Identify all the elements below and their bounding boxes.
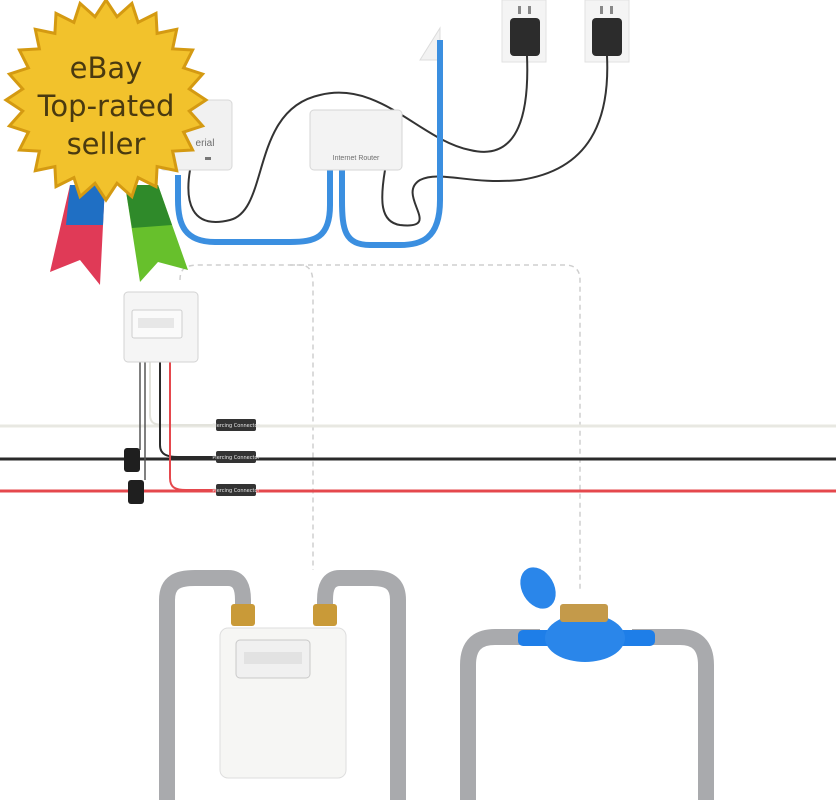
wall-outlet-1 bbox=[501, 0, 547, 63]
svg-text:Piercing Connector: Piercing Connector bbox=[212, 488, 260, 494]
badge-line-1: eBay bbox=[70, 51, 143, 85]
meter-wire-red bbox=[169, 362, 218, 491]
internet-router-device: Internet Router bbox=[309, 109, 403, 171]
water-meter-icon bbox=[545, 614, 625, 662]
meter-wire-white bbox=[149, 362, 218, 426]
badge-line-2: Top-rated bbox=[37, 89, 175, 123]
power-cable-2 bbox=[381, 55, 609, 227]
router-label: Internet Router bbox=[333, 155, 380, 162]
current-clamp-icon bbox=[128, 480, 144, 504]
svg-text:Piercing Connector: Piercing Connector bbox=[212, 455, 260, 461]
piercing-connector-black: Piercing Connector bbox=[212, 451, 261, 463]
dashed-link-water bbox=[290, 264, 581, 590]
gas-meter-assembly bbox=[159, 570, 406, 800]
ethernet-cable-router-to-gateway bbox=[175, 170, 333, 245]
meter-wire-black bbox=[159, 362, 218, 458]
ribbon-left-stripe bbox=[66, 185, 105, 225]
ethernet-cable-router-to-wall bbox=[339, 40, 443, 248]
svg-text:Piercing Connector: Piercing Connector bbox=[212, 423, 260, 429]
water-meter-assembly bbox=[460, 567, 714, 800]
power-adapter-icon bbox=[510, 18, 540, 56]
power-cable-1 bbox=[187, 55, 529, 223]
piercing-connector-neutral: Piercing Connector bbox=[212, 419, 261, 431]
current-clamp-icon bbox=[124, 448, 140, 472]
ebay-top-rated-seller-badge: eBay Top-rated seller bbox=[3, 0, 209, 285]
energy-meter-icon bbox=[123, 291, 199, 363]
piercing-connector-red: Piercing Connector bbox=[212, 484, 261, 496]
ribbon-right-stripe bbox=[125, 185, 172, 228]
wall-outlet-2 bbox=[584, 0, 630, 63]
badge-line-3: seller bbox=[67, 127, 146, 161]
seal-icon bbox=[3, 0, 209, 203]
power-adapter-icon bbox=[592, 18, 622, 56]
serial-box-label: erial bbox=[196, 138, 215, 149]
dashed-link-gas bbox=[179, 264, 314, 570]
